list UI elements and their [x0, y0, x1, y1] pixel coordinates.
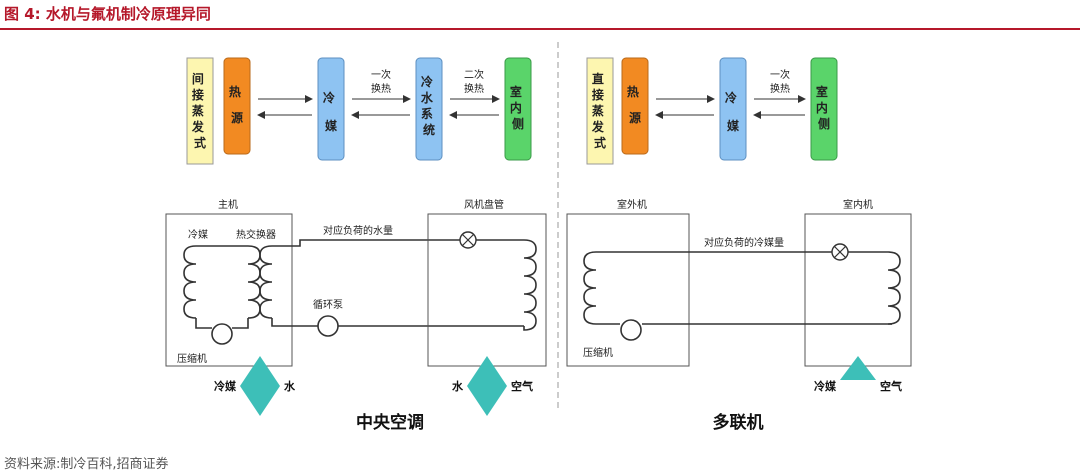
main-unit-label: 主机: [218, 198, 238, 211]
diamond2-left: 水: [452, 379, 464, 393]
figure-title: 图 4: 水机与氟机制冷原理异同: [4, 5, 211, 23]
refrigerant-coil: [183, 245, 197, 319]
diamond1-right: 水: [284, 379, 296, 393]
outdoor-unit-label: 室外机: [617, 198, 647, 211]
diamond3-left: 冷媒: [814, 379, 837, 393]
flow-label-refrigerant: 冷 媒: [323, 90, 339, 133]
outdoor-unit-box: [566, 213, 690, 367]
heat-exchanger-label: 热交换器: [236, 228, 276, 241]
flow-box-indoor: [504, 57, 532, 161]
indoor-coil: [848, 251, 901, 325]
vrf-schematic: 室外机 室内机 对应负荷的冷媒量 压缩机 冷媒 空气 多联机: [566, 198, 912, 433]
flow-label-indoor: 室 内 侧: [816, 84, 832, 131]
diamond3-right: 空气: [880, 379, 902, 393]
central-ac-title: 中央空调: [356, 412, 424, 433]
vrf-flow-row: 直 接 蒸 发 式 热 源 冷 媒 室 内 侧 一次 换热: [586, 57, 838, 165]
water-supply-pipe: [272, 239, 520, 247]
diamond2-right: 空气: [511, 379, 533, 393]
flow-box-heat-source: [223, 57, 251, 155]
refrigerant-load-label: 对应负荷的冷媒量: [704, 236, 784, 249]
heat-exchange-diamond-3: [840, 356, 876, 380]
heat-exchange-diamond-2: [467, 356, 507, 416]
flow-label-chilled-water: 冷 水 系 统: [421, 74, 437, 137]
refrigerant-label: 冷媒: [188, 228, 208, 241]
vrf-title: 多联机: [713, 412, 764, 433]
outdoor-coil: [583, 251, 597, 325]
exchange2-line1: 二次: [464, 68, 484, 81]
vrf-exchange1-line1: 一次: [770, 68, 790, 81]
heat-exchange-diamond-1: [240, 356, 280, 416]
diamond1-left: 冷媒: [214, 379, 237, 393]
flow-label-indoor: 室 内 侧: [510, 84, 526, 131]
vrf-compressor-label: 压缩机: [583, 346, 613, 359]
exchange1-line2: 换热: [371, 82, 391, 95]
figure-source: 资料来源:制冷百科,招商证券: [4, 457, 169, 472]
indoor-unit-label: 室内机: [843, 198, 873, 211]
hx-coil-b: [259, 245, 273, 319]
pump-label: 循环泵: [313, 298, 343, 311]
main-unit-box: [165, 213, 293, 367]
flow-label-direct-evap: 直 接 蒸 发 式: [591, 71, 608, 150]
exchange2-line2: 换热: [464, 82, 484, 95]
hx-coil-a: [247, 245, 261, 319]
flow-label-heat-source: 热 源: [229, 84, 245, 125]
fan-coil-box: [427, 213, 547, 367]
vrf-exchange1-line2: 换热: [770, 82, 790, 95]
flow-box-indirect-evap: [186, 57, 214, 165]
fan-coil-label: 风机盘管: [464, 198, 504, 211]
compressor-icon: [211, 323, 233, 345]
exchange1-line1: 一次: [371, 68, 391, 81]
central-flow-row: 间 接 蒸 发 式 热 源 冷 媒 冷 水 系 统 室 内 侧: [186, 57, 532, 165]
flow-label-refrigerant: 冷 媒: [725, 90, 741, 133]
vrf-compressor-icon: [620, 319, 642, 341]
water-load-label: 对应负荷的水量: [323, 224, 393, 237]
fan-coil-coil: [520, 239, 537, 331]
flow-box-chilled-water: [415, 57, 443, 161]
pump-icon: [317, 315, 339, 337]
flow-label-indirect-evap: 间 接 蒸 发 式: [191, 71, 208, 150]
flow-box-direct-evap: [586, 57, 614, 165]
title-rule: [0, 28, 1080, 30]
flow-label-heat-source: 热 源: [627, 84, 643, 125]
flow-box-refrigerant: [317, 57, 345, 161]
flow-box-refrigerant: [719, 57, 747, 161]
compressor-label: 压缩机: [177, 352, 207, 365]
flow-box-indoor: [810, 57, 838, 161]
flow-box-heat-source: [621, 57, 649, 155]
central-schematic: 主机 冷媒 热交换器 压缩机 循环泵 对应负荷的水量 风机盘管 冷媒 水: [165, 198, 547, 433]
